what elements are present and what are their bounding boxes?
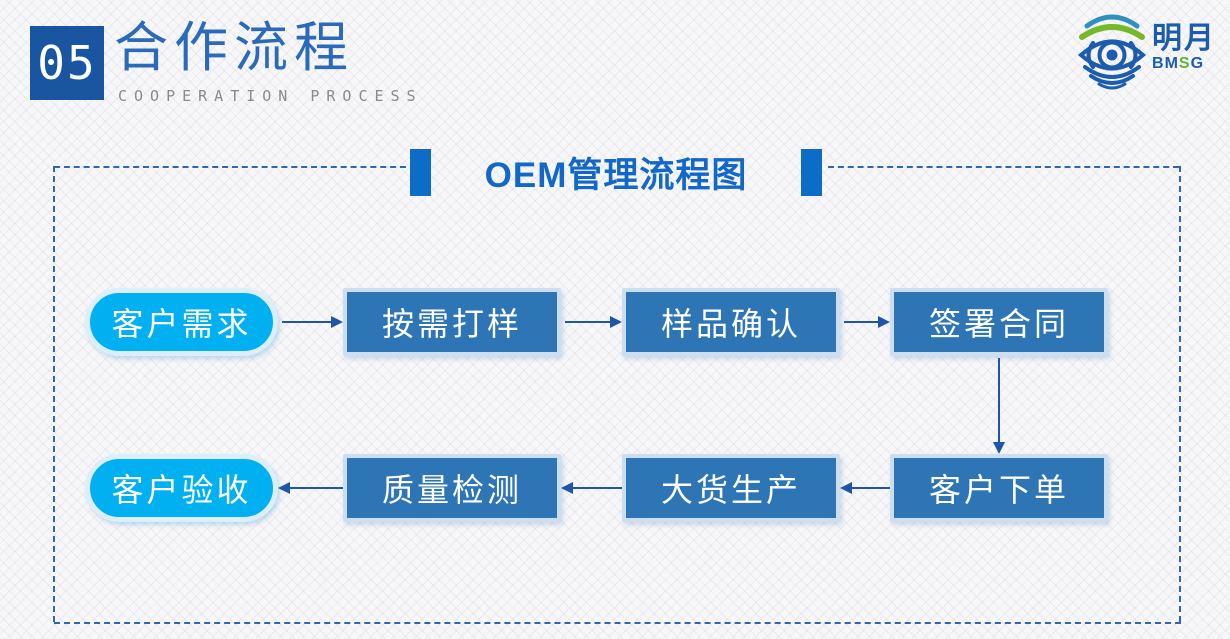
flow-arrow-right-icon (565, 316, 622, 328)
dashed-frame-left (53, 166, 55, 622)
section-number-box: 05 (30, 26, 104, 100)
flow-arrow-left-icon (561, 482, 622, 494)
dashed-frame-bottom (54, 622, 1181, 624)
flow-node-contract-signing: 签署合同 (890, 288, 1108, 356)
dashed-frame-top-right (828, 166, 1179, 168)
section-number: 05 (37, 36, 97, 90)
flow-arrow-left-icon (278, 482, 343, 494)
flow-arrow-right-icon (282, 316, 343, 328)
logo-letter-s: S (1178, 55, 1191, 72)
dashed-frame-top-left (54, 166, 406, 168)
logo-company-name: 明月 (1152, 22, 1216, 55)
page-title: 合作流程 (114, 16, 354, 79)
logo-abbr: BMSG (1152, 55, 1216, 73)
flow-arrow-right-icon (844, 316, 890, 328)
page-subtitle: COOPERATION PROCESS (118, 87, 423, 105)
diagram-title-block: OEM管理流程图 (410, 149, 822, 196)
flow-node-customer-demand: 客户需求 (85, 288, 278, 356)
logo-letter-m: M (1164, 55, 1179, 72)
flow-node-customer-order: 客户下单 (890, 454, 1108, 522)
company-logo: 明月 BMSG (1076, 5, 1216, 91)
flow-node-sample-confirmation: 样品确认 (622, 288, 840, 356)
flow-node-sample-on-demand: 按需打样 (343, 288, 561, 356)
title-accent-bar-left (410, 149, 431, 196)
diagram-title: OEM管理流程图 (484, 156, 748, 195)
flow-arrow-down-icon (993, 358, 1005, 454)
logo-letter-b: B (1152, 55, 1165, 72)
title-accent-bar-right (800, 149, 822, 196)
logo-letter-g: G (1190, 55, 1205, 72)
logo-text: 明月 BMSG (1152, 23, 1216, 73)
dashed-frame-right (1179, 166, 1181, 622)
flow-arrow-left-icon (840, 482, 890, 494)
flow-node-customer-acceptance: 客户验收 (85, 454, 278, 522)
moon-eye-logo-icon (1077, 14, 1147, 90)
flow-node-quality-inspection: 质量检测 (343, 454, 561, 522)
flow-node-mass-production: 大货生产 (622, 454, 840, 522)
